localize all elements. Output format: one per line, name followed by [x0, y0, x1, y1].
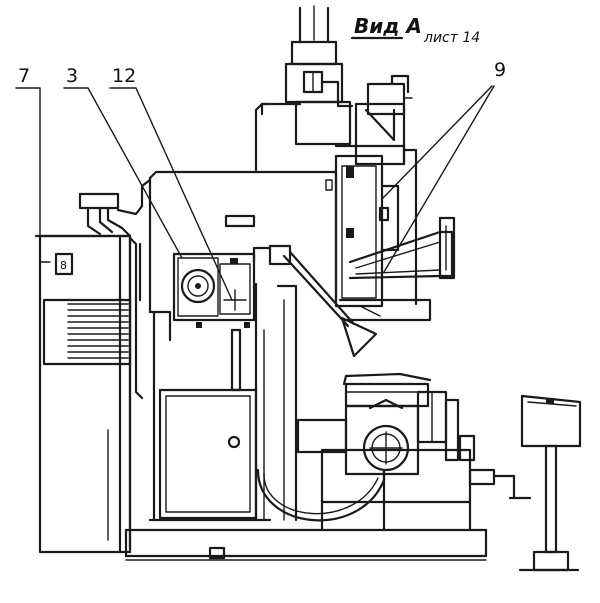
tool-arm [338, 216, 456, 322]
svg-text:9: 9 [494, 59, 506, 81]
callout-9: 9 [382, 59, 506, 273]
panel-marking: 8 [60, 259, 67, 272]
svg-text:7: 7 [18, 65, 30, 87]
machine-column [148, 102, 338, 342]
top-motor-assembly [260, 5, 354, 146]
column-conduit [128, 236, 144, 550]
vent-louvers [67, 303, 129, 359]
view-title: Вид А [354, 14, 422, 38]
cable-loop [256, 468, 386, 522]
svg-text:12: 12 [112, 65, 136, 87]
work-table [296, 372, 532, 532]
callout-7: 7 [15, 65, 51, 263]
control-panel [172, 246, 272, 328]
column-ways [230, 282, 298, 522]
pendant-stand [518, 394, 582, 572]
pendant-control [268, 244, 378, 358]
cabinet-conduit [78, 178, 152, 238]
svg-text:3: 3 [66, 65, 78, 87]
electrical-cabinet: 8 [34, 234, 132, 554]
machine-base [124, 310, 488, 560]
sheet-label: лист 14 [423, 30, 480, 46]
callout-12: 12 [109, 65, 233, 301]
